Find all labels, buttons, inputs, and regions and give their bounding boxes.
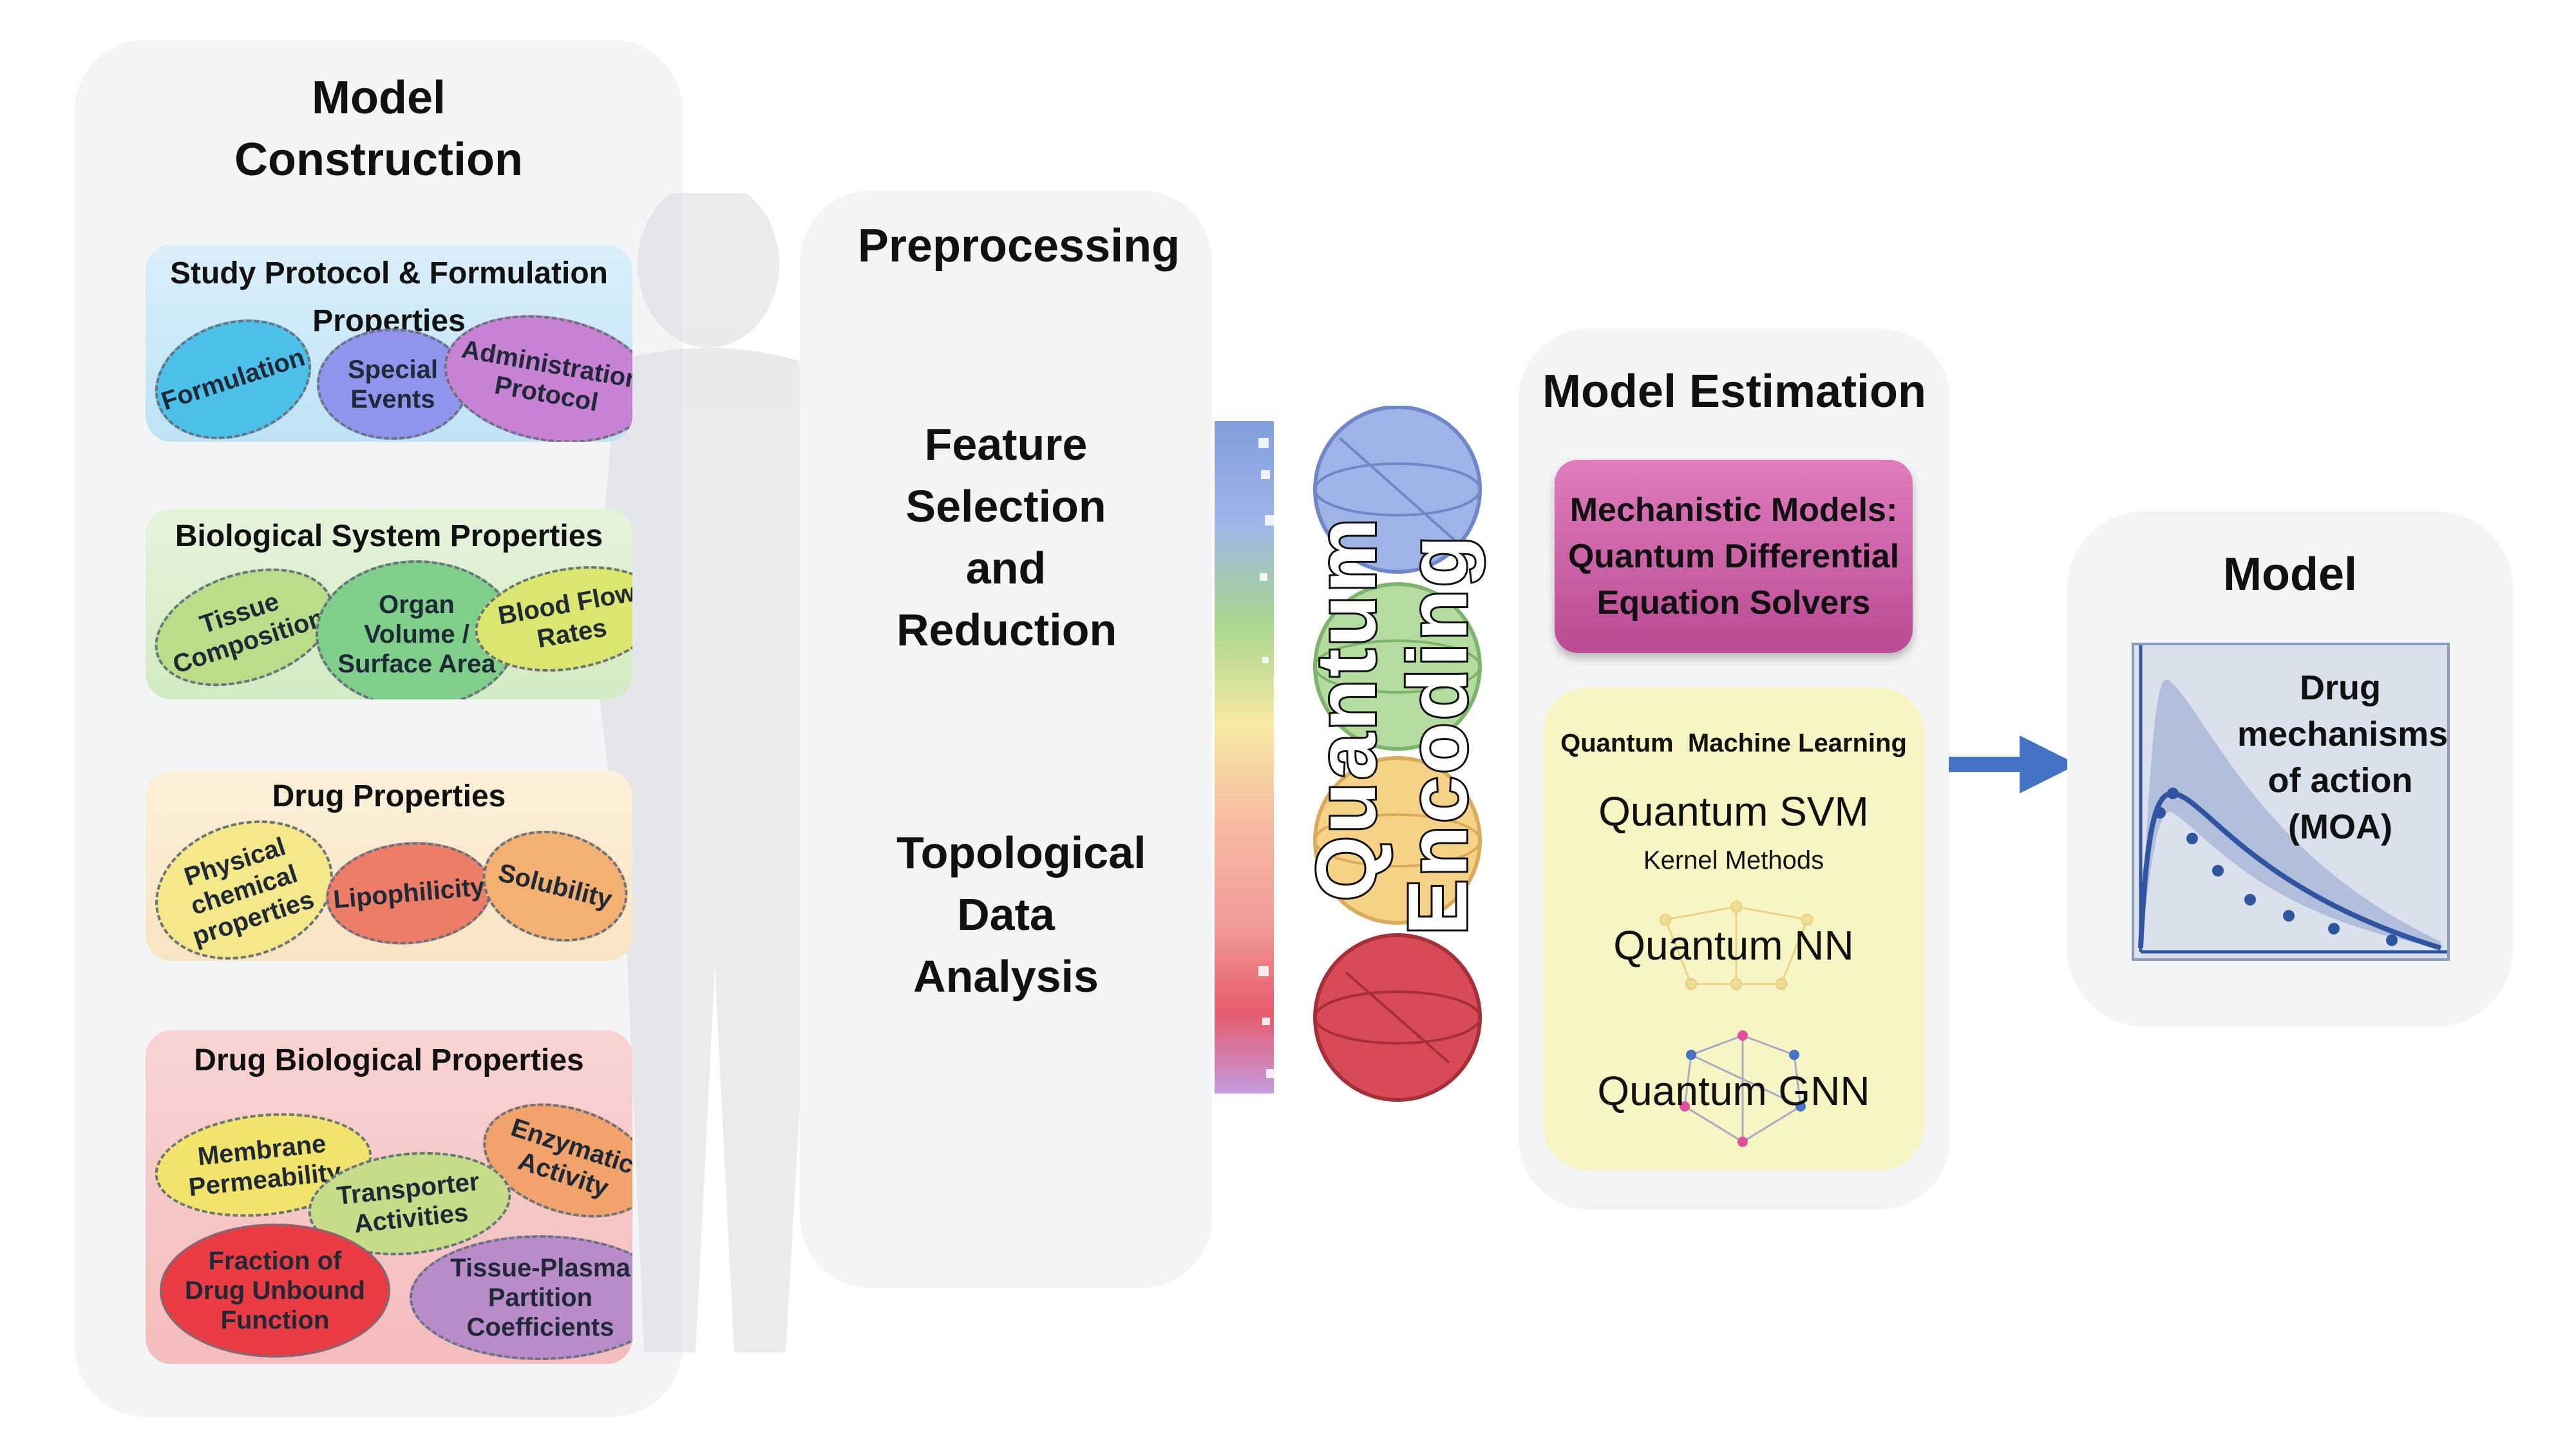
fraction-unbound-ellipse: Fraction of Drug Unbound Function: [160, 1224, 390, 1358]
study-protocol-title: Study Protocol & Formulation Properties: [170, 256, 608, 338]
preprocessing-title: Preprocessing: [857, 220, 1180, 272]
arrow-right-icon: [1949, 735, 2078, 793]
topological-data-analysis-label: Topological Data Analysis: [896, 828, 1146, 1001]
drug-biological-title: Drug Biological Properties: [194, 1043, 584, 1077]
encoding-pixels: [1258, 438, 1296, 1078]
physical-chemical-ellipse: Physical chemical properties: [146, 798, 352, 961]
encoding-strip: [1215, 421, 1274, 1094]
bloch-sphere-green: [1313, 582, 1482, 751]
human-silhouette: [592, 193, 837, 1352]
concentration-curve: [2138, 645, 2447, 954]
moa-label: Drug mechanisms of action (MOA): [2237, 668, 2448, 846]
moa-chart: Drug mechanisms of action (MOA): [2132, 643, 2450, 961]
model-construction-title: Model Construction: [234, 72, 523, 185]
feature-selection-label: Feature Selection and Reduction: [896, 419, 1117, 655]
qml-title: Quantum Machine Learning: [1560, 729, 1907, 757]
mechanistic-models-label: Mechanistic Models: Quantum Differential…: [1567, 491, 1900, 621]
gnn-graph-icon: [1680, 1030, 1806, 1147]
model-title: Model: [2223, 549, 2357, 600]
study-protocol-box: Study Protocol & Formulation Properties …: [146, 245, 632, 442]
qml-box: Quantum Machine Learning Quantum SVM Ker…: [1543, 688, 1924, 1171]
model-estimation-title: Model Estimation: [1542, 366, 1927, 417]
kernel-methods-label: Kernel Methods: [1643, 846, 1824, 875]
bloch-spheres: [1313, 406, 1482, 1102]
biological-system-box: Biological System Properties Tissue Comp…: [146, 509, 632, 699]
quantum-label: Quantum: [1297, 514, 1395, 904]
quantum-nn-label: Quantum NN: [1613, 922, 1854, 969]
drug-properties-box: Drug Properties Physical chemical proper…: [146, 770, 632, 961]
bloch-sphere-blue: [1313, 406, 1482, 574]
drug-biological-box: Drug Biological Properties Membrane Perm…: [146, 1030, 632, 1364]
bloch-sphere-orange: [1313, 756, 1482, 925]
drug-properties-title: Drug Properties: [272, 779, 506, 813]
special-events-ellipse: Special Events: [317, 328, 469, 440]
biological-system-title: Biological System Properties: [175, 519, 603, 553]
lipophilicity-ellipse: Lipophilicity: [321, 835, 497, 951]
solubility-ellipse: Solubility: [471, 815, 632, 957]
encoding-label: Encoding: [1388, 531, 1486, 937]
quantum-gnn-label: Quantum GNN: [1597, 1068, 1870, 1114]
partition-coefficients-ellipse: Tissue-Plasma Partition Coefficients: [410, 1235, 632, 1360]
mechanistic-models-box: Mechanistic Models: Quantum Differential…: [1555, 460, 1913, 653]
qnn-graph-icon: [1659, 900, 1814, 990]
preprocessing-panel: Preprocessing Feature Selection and Redu…: [800, 191, 1212, 1288]
bloch-sphere-red: [1313, 933, 1482, 1102]
quantum-svm-label: Quantum SVM: [1598, 788, 1869, 835]
